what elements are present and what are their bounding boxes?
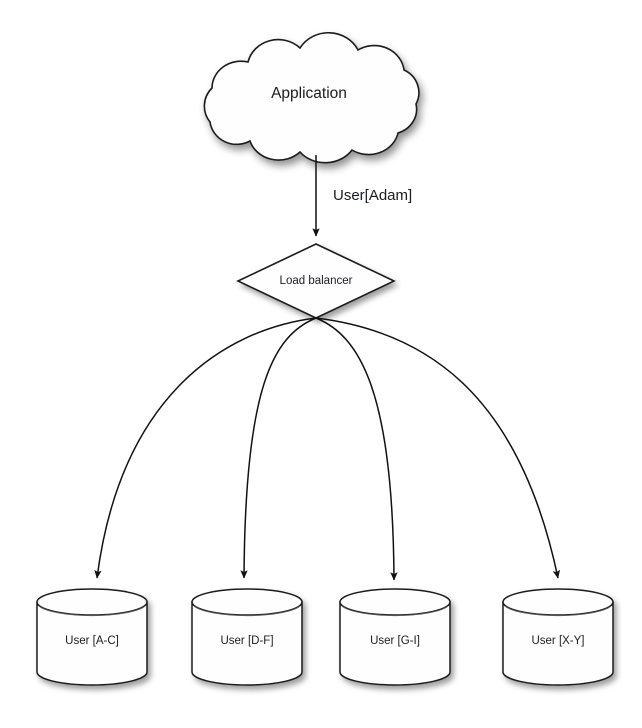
edge-balancer-to-db-3 xyxy=(315,317,398,581)
node-application-cloud[interactable]: Application xyxy=(203,31,420,164)
database-2-label: User [D-F] xyxy=(220,635,273,647)
node-database-1[interactable]: User [A-C] xyxy=(36,588,148,686)
node-database-4[interactable]: User [X-Y] xyxy=(502,588,614,686)
node-load-balancer[interactable]: Load balancer xyxy=(236,243,396,319)
cloud-label: Application xyxy=(271,85,347,102)
edge-balancer-to-db-2 xyxy=(240,317,317,579)
database-4-label: User [X-Y] xyxy=(531,635,584,647)
node-database-3[interactable]: User [G-I] xyxy=(339,588,451,686)
load-balancer-label: Load balancer xyxy=(280,275,353,287)
edge-balancer-to-db-1 xyxy=(94,317,317,579)
edge-cloud-to-balancer: User[Adam] xyxy=(312,155,412,237)
database-1-label: User [A-C] xyxy=(65,635,119,647)
database-3-label: User [G-I] xyxy=(370,635,420,647)
edge-balancer-to-db-4 xyxy=(315,317,561,579)
edge-balancer-to-db-3-line xyxy=(315,317,398,581)
edge-balancer-to-db-4-line xyxy=(315,317,561,579)
node-database-2[interactable]: User [D-F] xyxy=(191,588,303,686)
edge-balancer-to-db-2-line xyxy=(240,317,317,579)
edge-label-user-adam: User[Adam] xyxy=(333,187,412,204)
edge-balancer-to-db-1-line xyxy=(94,317,317,579)
